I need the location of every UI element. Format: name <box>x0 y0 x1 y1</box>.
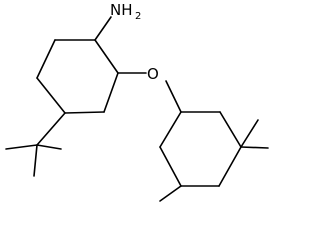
tert-butyl-group <box>5 112 66 177</box>
oxygen-label: O <box>147 65 159 83</box>
structure-canvas: NH 2 O <box>5 1 269 202</box>
bond <box>36 39 56 79</box>
molecule-structure: NH 2 O <box>5 1 269 202</box>
amine-label: NH <box>110 1 133 19</box>
bond <box>64 111 105 114</box>
bond <box>218 146 242 187</box>
methyl-bond <box>240 146 269 149</box>
amine-bond <box>94 16 112 41</box>
cyclohexane-ring-right <box>159 111 242 187</box>
bond <box>159 146 182 187</box>
ether-bond-right <box>165 80 182 113</box>
bond <box>103 72 119 113</box>
bond <box>5 144 38 150</box>
methyl-bond <box>159 185 182 202</box>
bond <box>36 144 62 150</box>
bond <box>159 111 182 148</box>
methyl-bond <box>240 119 259 148</box>
bond <box>94 39 119 74</box>
amine-subscript: 2 <box>135 11 141 22</box>
bond <box>36 77 66 114</box>
cyclohexane-ring-left <box>36 39 119 114</box>
bond <box>219 111 242 148</box>
bond <box>33 144 38 177</box>
bond <box>36 112 66 146</box>
